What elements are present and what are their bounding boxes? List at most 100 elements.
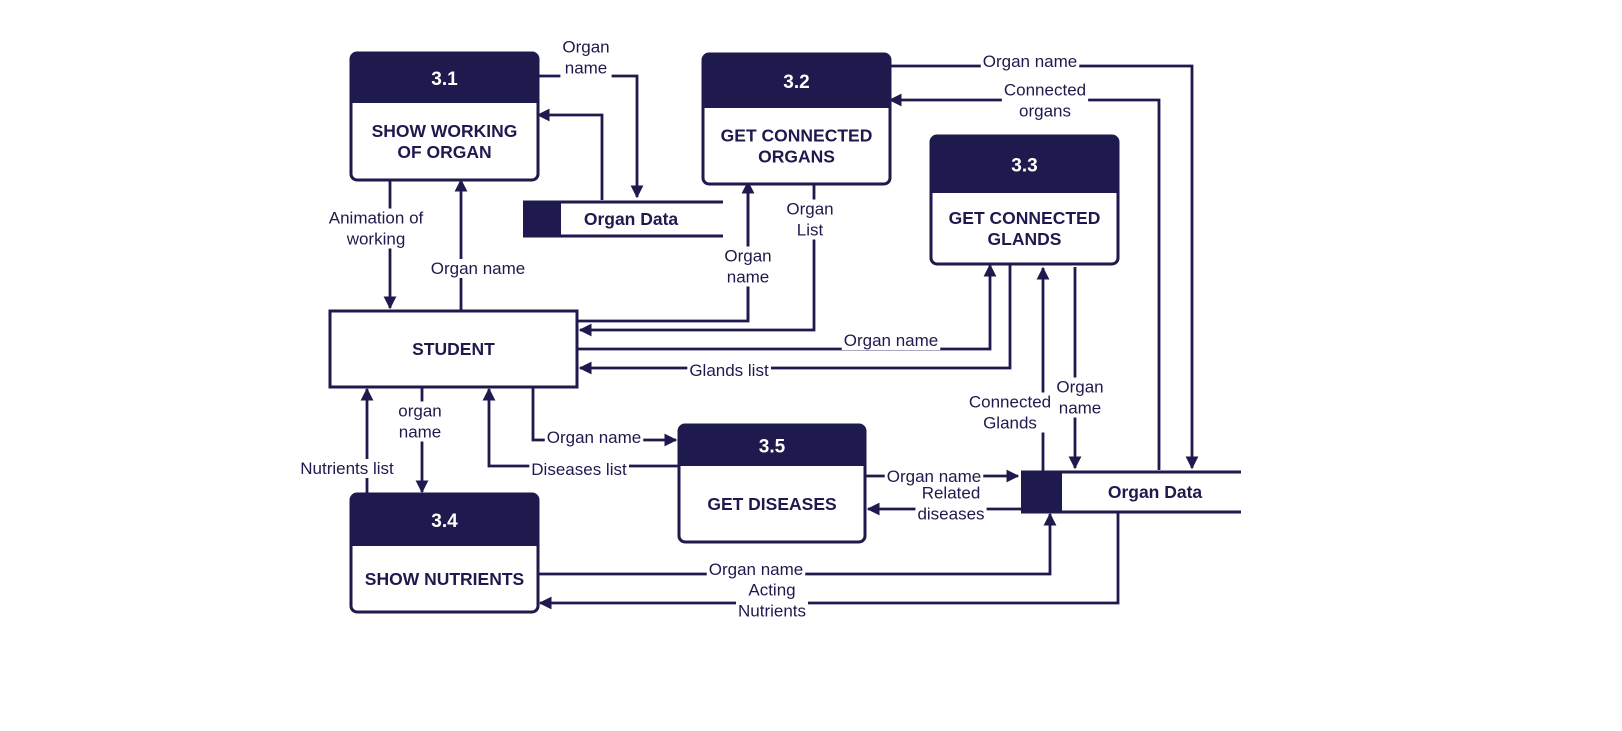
flow-label-background <box>915 483 987 524</box>
flow-label-background <box>841 331 941 350</box>
flow-label-background <box>980 52 1080 71</box>
store-label: Organ Data <box>584 209 679 229</box>
process-id: 3.3 <box>1011 156 1037 177</box>
flow-label: Connected organs <box>1001 80 1089 121</box>
process-title: GET CONNECTED <box>949 208 1101 228</box>
flow-label-line: Organ name <box>709 560 804 579</box>
flow-f10 <box>578 262 1012 375</box>
flow-f1 <box>538 74 644 199</box>
flow-label: Organ name <box>706 560 806 579</box>
process-title: OF ORGAN <box>397 142 491 162</box>
flow-label: Diseases list <box>529 460 629 479</box>
process-title: SHOW WORKING <box>372 121 518 141</box>
flow-label: Organ name <box>722 246 774 287</box>
flow-label: Organ name <box>560 37 612 78</box>
flow-label-background <box>735 580 809 621</box>
process-id: 3.5 <box>759 437 786 458</box>
flow-label-line: name <box>565 59 608 78</box>
flow-label: Animation of working <box>326 208 426 249</box>
flow-label-line: Acting <box>748 581 795 600</box>
process-id: 3.1 <box>431 69 458 90</box>
flow-f8 <box>578 184 816 337</box>
process-header <box>703 54 890 108</box>
flow-f20 <box>538 513 1120 610</box>
entity-label: STUDENT <box>412 339 495 359</box>
store-tab <box>1021 472 1062 512</box>
flow-arrow <box>536 108 604 200</box>
flow-label-line: Organ <box>786 200 833 219</box>
flow-label-line: name <box>727 268 770 287</box>
flow-label: Organ name <box>980 52 1080 71</box>
process-title: GLANDS <box>988 229 1062 249</box>
flow-arrow <box>578 263 997 351</box>
flow-label-line: Glands <box>983 414 1037 433</box>
flow-label-line: Connected <box>1004 81 1086 100</box>
flow-label-background <box>1054 377 1106 418</box>
flow-f4 <box>888 93 1161 470</box>
process-title: SHOW NUTRIENTS <box>365 569 524 589</box>
flow-arrow <box>578 184 816 337</box>
flow-label-line: Organ name <box>887 467 982 486</box>
flow-label-line: Organ <box>1056 378 1103 397</box>
process-title: GET DISEASES <box>707 494 836 514</box>
flow-label-background <box>298 459 397 478</box>
flow-label-line: Animation of <box>329 209 424 228</box>
flow-label-line: working <box>346 230 406 249</box>
data-store-large: Organ Data <box>1021 470 1241 514</box>
flow-f2 <box>536 108 604 200</box>
flow-label-line: organs <box>1019 102 1071 121</box>
store-tab <box>523 202 561 236</box>
flow-label-line: Organ <box>562 38 609 57</box>
process-header <box>931 136 1118 193</box>
process-header <box>679 425 865 466</box>
flow-label-background <box>884 467 984 486</box>
flow-arrow <box>538 513 1120 610</box>
flow-label-background <box>706 560 806 579</box>
flow-label: Organ name <box>884 467 984 486</box>
flow-label-background <box>326 208 426 249</box>
flow-label-line: Nutrients list <box>300 459 394 478</box>
flow-label-line: List <box>797 221 824 240</box>
flow-label: Organ name <box>544 428 644 447</box>
store-label: Organ Data <box>1108 482 1203 502</box>
flow-arrow <box>578 262 1012 375</box>
flow-label-background <box>529 460 629 479</box>
flow-label-background <box>722 246 774 287</box>
flow-label-line: Organ name <box>983 52 1078 71</box>
flow-label-line: diseases <box>917 505 984 524</box>
flow-label-background <box>544 428 644 447</box>
student-entity: STUDENT <box>328 309 579 389</box>
flow-label-background <box>1001 80 1089 121</box>
flow-label-line: Organ <box>724 247 771 266</box>
flow-label-background <box>687 361 771 380</box>
flow-label-background <box>784 199 836 240</box>
flow-arrow <box>538 74 644 199</box>
entity-frame <box>328 309 579 389</box>
flow-label-line: Related <box>922 484 981 503</box>
flow-label-line: Glands list <box>689 361 769 380</box>
flow-label-line: Organ name <box>547 428 642 447</box>
flow-label-line: organ <box>398 402 441 421</box>
flow-label: Organ name <box>841 331 941 350</box>
data-store-small: Organ Data <box>523 200 723 238</box>
flow-label: Organ name <box>428 259 528 278</box>
flow-label-background <box>396 401 444 442</box>
process-title: ORGANS <box>758 147 835 167</box>
flow-label-line: Nutrients <box>738 602 806 621</box>
flow-label-line: Connected <box>969 393 1051 412</box>
flow-label: Glands list <box>687 361 771 380</box>
process-title: GET CONNECTED <box>721 126 873 146</box>
process-id: 3.2 <box>783 72 809 93</box>
flow-label-line: Diseases list <box>531 460 627 479</box>
flow-label-line: Organ name <box>431 259 526 278</box>
